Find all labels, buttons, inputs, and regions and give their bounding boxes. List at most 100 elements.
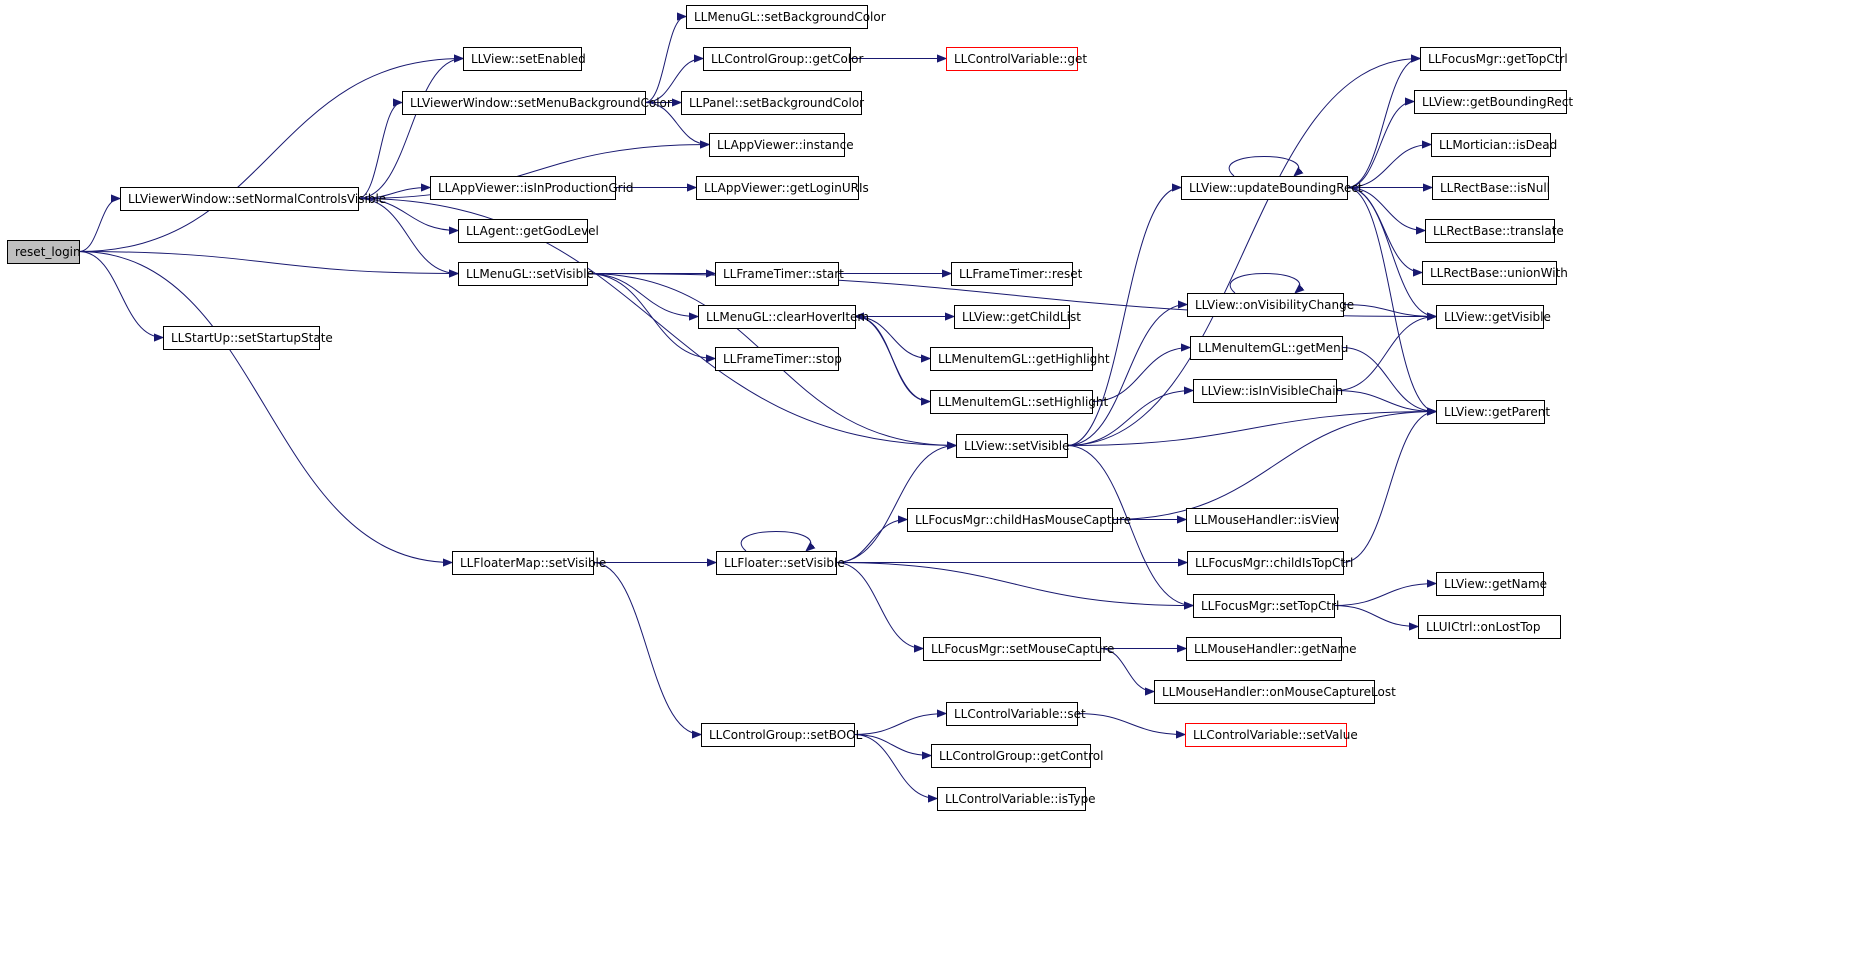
node-llfocusmgr-childhasmousecapture[interactable]: LLFocusMgr::childHasMouseCapture	[907, 508, 1132, 532]
node-lluictrl-onlosttop[interactable]: LLUICtrl::onLostTop	[1418, 615, 1561, 639]
node-label: reset_login	[15, 245, 81, 259]
node-llfocusmgr-setmousecapture[interactable]: LLFocusMgr::setMouseCapture	[923, 637, 1115, 661]
edge-llviewerwindow-setnormalcontrolsvisible-to-llview-setvisible	[357, 198, 956, 446]
node-llmenugl-clearhoveritem[interactable]: LLMenuGL::clearHoverItem	[698, 305, 870, 329]
edge-llfocusmgr-setmousecapture-to-llmousehandler-onmousecapturelost	[1099, 648, 1154, 692]
node-llfloatermap-setvisible[interactable]: LLFloaterMap::setVisible	[452, 551, 607, 575]
node-box	[458, 262, 588, 286]
node-reset-login[interactable]: reset_login	[7, 240, 81, 264]
node-llmenugl-setbackgroundcolor[interactable]: LLMenuGL::setBackgroundColor	[686, 5, 886, 29]
node-llview-getparent[interactable]: LLView::getParent	[1436, 400, 1551, 424]
node-llfocusmgr-settopctrl[interactable]: LLFocusMgr::setTopCtrl	[1193, 594, 1340, 618]
node-label: LLMortician::isDead	[1439, 138, 1557, 152]
node-box	[1190, 336, 1343, 360]
node-llmousehandler-getname[interactable]: LLMouseHandler::getName	[1186, 637, 1357, 661]
node-box	[1432, 176, 1549, 200]
node-llstartup-setstartupstate[interactable]: LLStartUp::setStartupState	[163, 326, 333, 350]
node-llview-getname[interactable]: LLView::getName	[1436, 572, 1548, 596]
node-box	[716, 551, 837, 575]
node-llmenuitemgl-getmenu[interactable]: LLMenuItemGL::getMenu	[1190, 336, 1349, 360]
edge-llview-updateboundingrect-to-llrectbase-unionwith	[1346, 187, 1422, 273]
edge-reset-login-to-llstartup-setstartupstate	[78, 251, 163, 338]
node-llrectbase-unionwith[interactable]: LLRectBase::unionWith	[1422, 261, 1568, 285]
node-box	[696, 176, 859, 200]
node-llview-updateboundingrect[interactable]: LLView::updateBoundingRect	[1181, 176, 1363, 200]
node-llframetimer-stop[interactable]: LLFrameTimer::stop	[715, 347, 842, 371]
node-box	[930, 390, 1093, 414]
edge-llcontrolgroup-setbool-to-llcontrolvariable-istype	[853, 734, 937, 799]
node-box	[452, 551, 594, 575]
node-llcontrolgroup-getcolor[interactable]: LLControlGroup::getColor	[703, 47, 864, 71]
node-label: LLRectBase::translate	[1433, 224, 1564, 238]
node-box	[709, 133, 845, 157]
node-label: LLView::onVisibilityChange	[1195, 298, 1354, 312]
node-llmortician-isdead[interactable]: LLMortician::isDead	[1431, 133, 1558, 157]
node-label: LLRectBase::isNull	[1440, 181, 1550, 195]
node-box	[7, 240, 80, 264]
node-box	[1431, 133, 1551, 157]
node-label: LLFrameTimer::start	[723, 267, 844, 281]
node-llappviewer-instance[interactable]: LLAppViewer::instance	[709, 133, 854, 157]
node-box	[1187, 293, 1344, 317]
node-llframetimer-reset[interactable]: LLFrameTimer::reset	[951, 262, 1083, 286]
edge-llmenuitemgl-getmenu-to-llview-getparent	[1341, 347, 1436, 412]
node-llcontrolgroup-getcontrol[interactable]: LLControlGroup::getControl	[931, 744, 1104, 768]
node-label: LLUICtrl::onLostTop	[1426, 620, 1541, 634]
node-llview-isinvisiblechain[interactable]: LLView::isInVisibleChain	[1193, 379, 1344, 403]
node-llmenuitemgl-gethighlight[interactable]: LLMenuItemGL::getHighlight	[930, 347, 1110, 371]
node-llcontrolvariable-get[interactable]: LLControlVariable::get	[946, 47, 1088, 71]
node-label: LLControlGroup::setBOOL	[709, 728, 863, 742]
node-box	[1436, 305, 1544, 329]
edge-llviewerwindow-setnormalcontrolsvisible-to-llmenugl-setvisible	[357, 198, 458, 274]
node-label: LLMenuGL::setBackgroundColor	[694, 10, 886, 24]
node-llfocusmgr-gettopctrl[interactable]: LLFocusMgr::getTopCtrl	[1420, 47, 1568, 71]
node-label: LLAppViewer::instance	[717, 138, 854, 152]
edge-llview-updateboundingrect-to-llview-getvisible	[1346, 187, 1436, 317]
node-box	[1414, 90, 1567, 114]
node-llmousehandler-isview[interactable]: LLMouseHandler::isView	[1186, 508, 1340, 532]
node-llviewerwindow-setmenubackgroundcolor[interactable]: LLViewerWindow::setMenuBackgroundColor	[402, 91, 672, 115]
node-llview-getvisible[interactable]: LLView::getVisible	[1436, 305, 1551, 329]
node-llview-getboundingrect[interactable]: LLView::getBoundingRect	[1414, 90, 1574, 114]
node-llfocusmgr-childistopctrl[interactable]: LLFocusMgr::childIsTopCtrl	[1187, 551, 1354, 575]
edge-llmenuitemgl-sethighlight-to-llmenuitemgl-getmenu	[1091, 348, 1190, 402]
node-llview-getchildlist[interactable]: LLView::getChildList	[954, 305, 1082, 329]
node-llagent-getgodlevel[interactable]: LLAgent::getGodLevel	[458, 219, 599, 243]
node-box	[1154, 680, 1375, 704]
node-llfloater-setvisible[interactable]: LLFloater::setVisible	[716, 551, 845, 575]
node-llcontrolvariable-setvalue[interactable]: LLControlVariable::setValue	[1185, 723, 1358, 747]
edge-llview-updateboundingrect-to-llmortician-isdead	[1346, 145, 1431, 188]
edge-reset-login-to-llfloatermap-setvisible	[78, 251, 452, 563]
node-llview-onvisibilitychange[interactable]: LLView::onVisibilityChange	[1187, 293, 1355, 317]
node-llappviewer-isinproductiongrid[interactable]: LLAppViewer::isInProductionGrid	[430, 176, 634, 200]
edge-llview-setvisible-to-llview-updateboundingrect	[1066, 188, 1181, 446]
edge-llfocusmgr-settopctrl-to-lluictrl-onlosttop	[1333, 605, 1418, 627]
node-box	[937, 787, 1086, 811]
node-box	[946, 702, 1078, 726]
node-box	[923, 637, 1101, 661]
node-label: LLMenuGL::clearHoverItem	[706, 310, 869, 324]
node-llmenugl-setvisible[interactable]: LLMenuGL::setVisible	[458, 262, 594, 286]
edge-llmenugl-setvisible-to-llmenugl-clearhoveritem	[586, 273, 698, 317]
node-llrectbase-isnull[interactable]: LLRectBase::isNull	[1432, 176, 1551, 200]
node-label: LLView::setVisible	[964, 439, 1070, 453]
node-llcontrolvariable-istype[interactable]: LLControlVariable::isType	[937, 787, 1096, 811]
node-llview-setenabled[interactable]: LLView::setEnabled	[463, 47, 586, 71]
node-llviewerwindow-setnormalcontrolsvisible[interactable]: LLViewerWindow::setNormalControlsVisible	[120, 187, 387, 211]
node-box	[402, 91, 646, 115]
node-llappviewer-getloginuris[interactable]: LLAppViewer::getLoginURIs	[696, 176, 869, 200]
node-box	[715, 262, 839, 286]
edge-llview-setvisible-to-llfocusmgr-settopctrl	[1066, 445, 1193, 606]
node-llcontrolgroup-setbool[interactable]: LLControlGroup::setBOOL	[701, 723, 863, 747]
edge-llview-onvisibilitychange-to-llview-getvisible	[1342, 304, 1436, 317]
node-llpanel-setbackgroundcolor[interactable]: LLPanel::setBackgroundColor	[681, 91, 865, 115]
node-llmenuitemgl-sethighlight[interactable]: LLMenuItemGL::setHighlight	[930, 390, 1109, 414]
node-llcontrolvariable-set[interactable]: LLControlVariable::set	[946, 702, 1087, 726]
edge-llcontrolgroup-setbool-to-llcontrolvariable-set	[853, 714, 946, 735]
node-llmousehandler-onmousecapturelost[interactable]: LLMouseHandler::onMouseCaptureLost	[1154, 680, 1397, 704]
node-llrectbase-translate[interactable]: LLRectBase::translate	[1425, 219, 1564, 243]
node-llframetimer-start[interactable]: LLFrameTimer::start	[715, 262, 845, 286]
node-llview-setvisible[interactable]: LLView::setVisible	[956, 434, 1070, 458]
edge-llview-setvisible-to-llview-getparent	[1066, 412, 1436, 446]
node-box	[681, 91, 862, 115]
